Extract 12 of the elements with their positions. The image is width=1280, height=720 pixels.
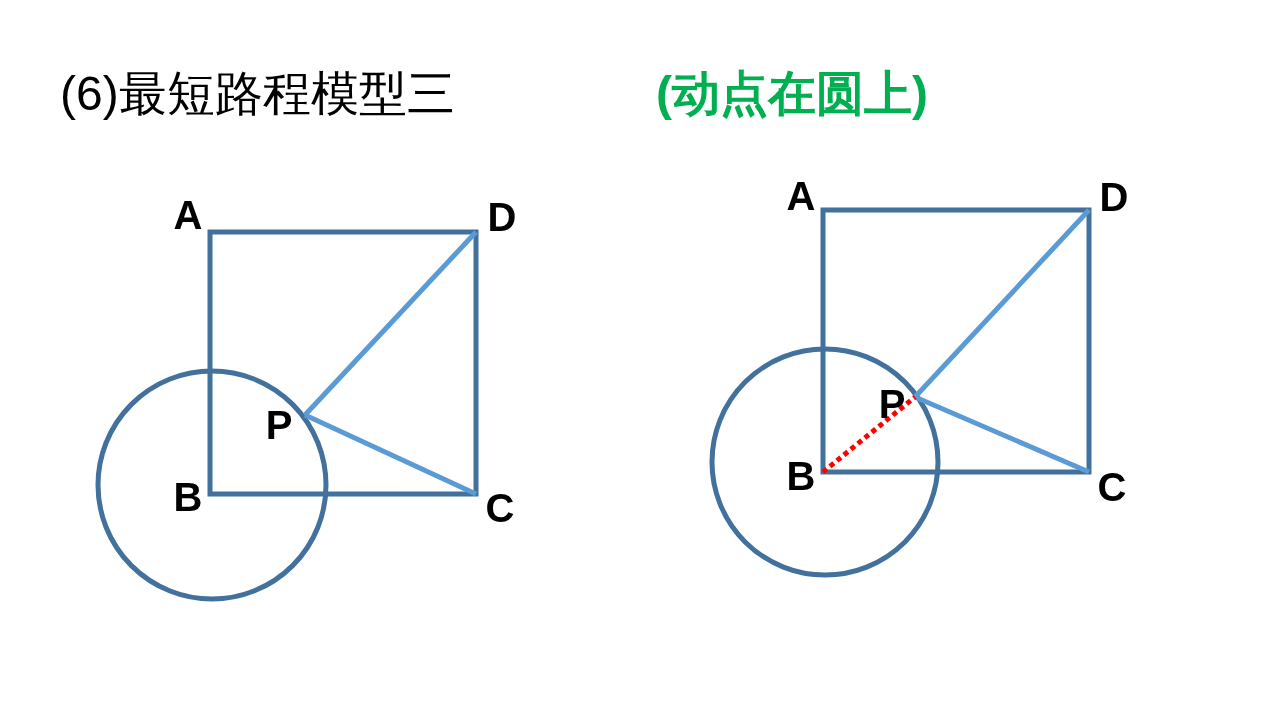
- point-label: A: [786, 174, 816, 218]
- title: (6)最短路程模型三: [60, 66, 455, 122]
- point-label: B: [173, 475, 203, 519]
- point-label: D: [487, 195, 517, 239]
- point-label: C: [485, 486, 515, 530]
- point-label: P: [878, 382, 906, 426]
- subtitle: (动点在圆上): [656, 66, 928, 122]
- point-label: A: [173, 193, 203, 237]
- point-label: D: [1099, 175, 1129, 219]
- point-label: P: [265, 403, 293, 447]
- point-label: C: [1097, 465, 1127, 509]
- point-label: B: [786, 454, 816, 498]
